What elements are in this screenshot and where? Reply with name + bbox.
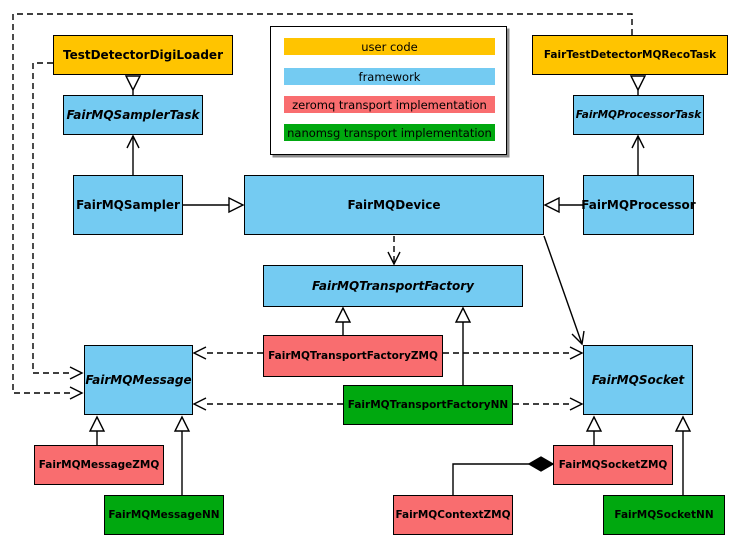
node-fairmq-message-zmq: FairMQMessageZMQ: [34, 445, 164, 485]
node-fairmq-message: FairMQMessage: [84, 345, 193, 415]
edge-messagezmq-to-message: [88, 415, 106, 445]
edge-recotask-to-processortask: [629, 75, 647, 95]
node-fair-test-detector-mq-reco-task: FairTestDetectorMQRecoTask: [532, 35, 728, 75]
edge-recotask-to-message: [12, 13, 633, 400]
node-fairmq-transport-factory-zmq: FairMQTransportFactoryZMQ: [263, 335, 443, 377]
edge-factorynn-to-factory: [454, 306, 472, 385]
edge-factorynn-to-message: [192, 397, 343, 411]
node-fairmq-transport-factory: FairMQTransportFactory: [263, 265, 523, 307]
node-fairmq-processor: FairMQProcessor: [581, 175, 696, 235]
edge-sampler-to-samplertask: [126, 134, 140, 175]
edge-socketzmq-to-socket: [585, 415, 603, 445]
legend-item-user-code: user code: [284, 38, 495, 55]
legend-item-nanomsg: nanomsg transport implementation: [284, 124, 495, 141]
edge-device-to-socket: [543, 235, 585, 346]
node-fairmq-sampler: FairMQSampler: [73, 175, 183, 235]
edge-device-to-transportfactory: [387, 236, 401, 266]
edge-digiloader-to-samplertask: [124, 75, 142, 95]
node-test-detector-digi-loader: TestDetectorDigiLoader: [53, 35, 233, 75]
node-fairmq-socket-zmq: FairMQSocketZMQ: [553, 445, 673, 485]
node-fairmq-socket-nn: FairMQSocketNN: [603, 495, 725, 535]
node-fairmq-socket: FairMQSocket: [583, 345, 693, 415]
legend-label-nanomsg: nanomsg transport implementation: [287, 125, 492, 140]
edge-sampler-to-device: [183, 196, 245, 214]
legend-box: user code framework zeromq transport imp…: [270, 26, 507, 155]
node-fairmq-context-zmq: FairMQContextZMQ: [393, 495, 513, 535]
legend-item-zeromq: zeromq transport implementation: [284, 96, 495, 113]
node-fairmq-device: FairMQDevice: [244, 175, 544, 235]
node-fairmq-transport-factory-nn: FairMQTransportFactoryNN: [343, 385, 513, 425]
edge-socketzmq-contextzmq-composition: [452, 456, 555, 495]
edge-factoryzmq-to-factory: [334, 306, 352, 335]
edge-factorynn-to-socket: [513, 397, 584, 411]
legend-item-framework: framework: [284, 68, 495, 85]
edge-factoryzmq-to-message: [192, 346, 263, 360]
edge-socketnn-to-socket: [674, 415, 692, 495]
node-fairmq-sampler-task: FairMQSamplerTask: [63, 95, 203, 135]
legend-label-user-code: user code: [361, 39, 418, 54]
legend-label-framework: framework: [358, 69, 421, 84]
legend-label-zeromq: zeromq transport implementation: [292, 97, 487, 112]
node-fairmq-message-nn: FairMQMessageNN: [104, 495, 224, 535]
edge-processor-to-processortask: [631, 134, 645, 175]
edge-factoryzmq-to-socket: [443, 346, 584, 360]
edge-processor-to-device: [543, 196, 583, 214]
edge-digiloader-to-message: [32, 62, 84, 380]
node-fairmq-processor-task: FairMQProcessorTask: [573, 95, 704, 135]
edge-messagenn-to-message: [173, 415, 191, 495]
